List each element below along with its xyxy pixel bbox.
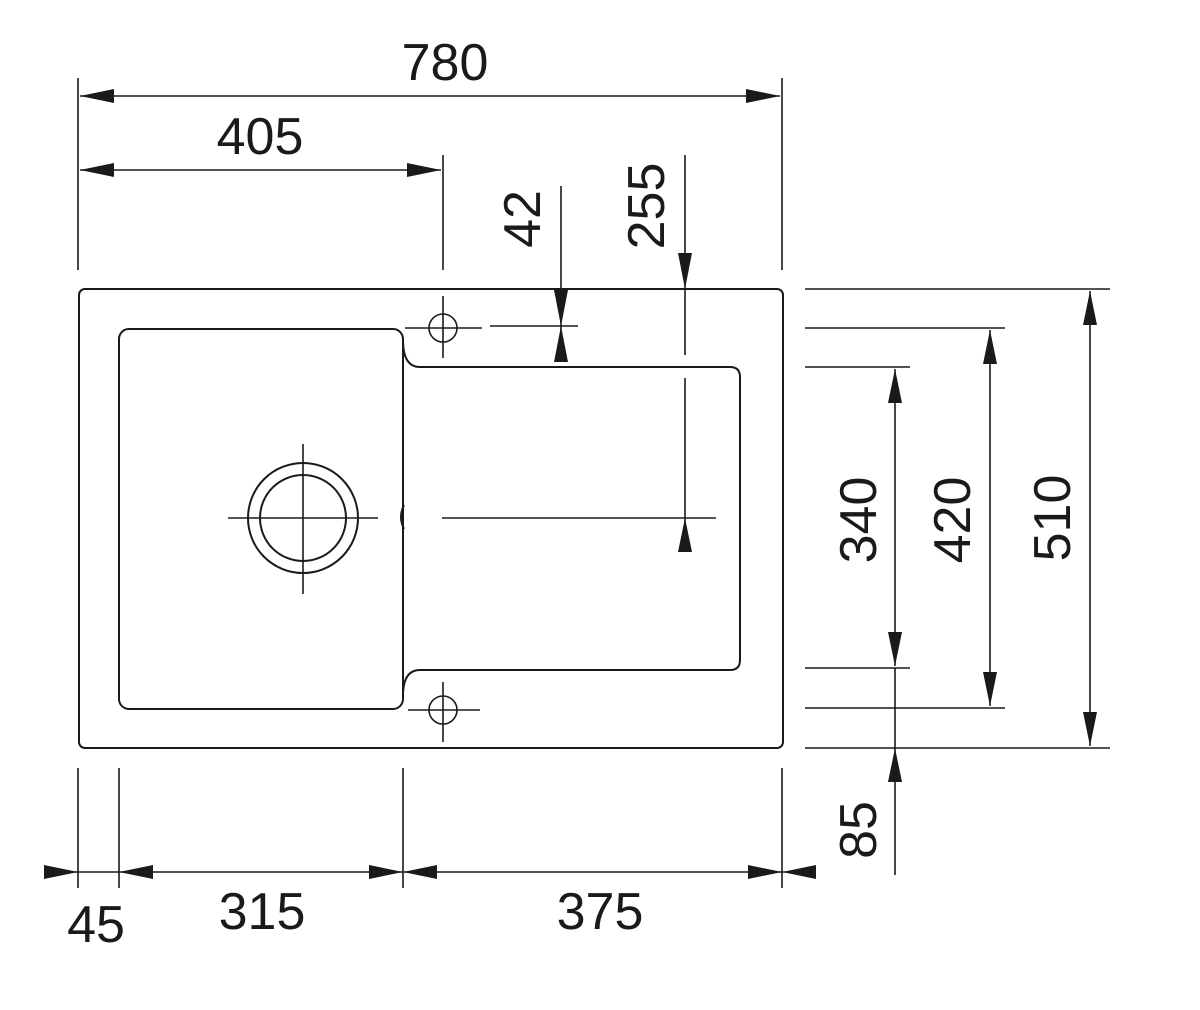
tap-hole-top (405, 296, 482, 358)
label-bowl-offset: 405 (217, 108, 304, 166)
label-rear-to-edge: 85 (830, 801, 888, 859)
arrowheads (44, 89, 1097, 879)
label-bowl-width: 315 (219, 883, 306, 941)
waste-drain (228, 444, 378, 594)
dimension-lines (44, 95, 1091, 875)
label-drainer-width: 375 (557, 883, 644, 941)
sink-outer-rim (78, 288, 784, 749)
label-bowl-depth: 420 (924, 477, 982, 564)
label-left-margin: 45 (67, 896, 125, 954)
label-drainer-depth: 340 (830, 477, 888, 564)
label-overall-depth: 510 (1024, 475, 1082, 562)
sink-outline (78, 288, 784, 749)
drainer-area (402, 339, 741, 697)
overflow-slot (400, 504, 405, 530)
main-bowl (118, 328, 404, 710)
tap-hole-bottom (408, 682, 480, 742)
extension-lines (77, 78, 1110, 888)
dimension-labels: 780 405 42 255 340 420 510 85 45 315 375 (67, 34, 1082, 954)
label-overall-width: 780 (402, 34, 489, 92)
label-tap-hole-depth: 42 (494, 190, 552, 248)
label-waste-offset: 255 (618, 163, 676, 250)
